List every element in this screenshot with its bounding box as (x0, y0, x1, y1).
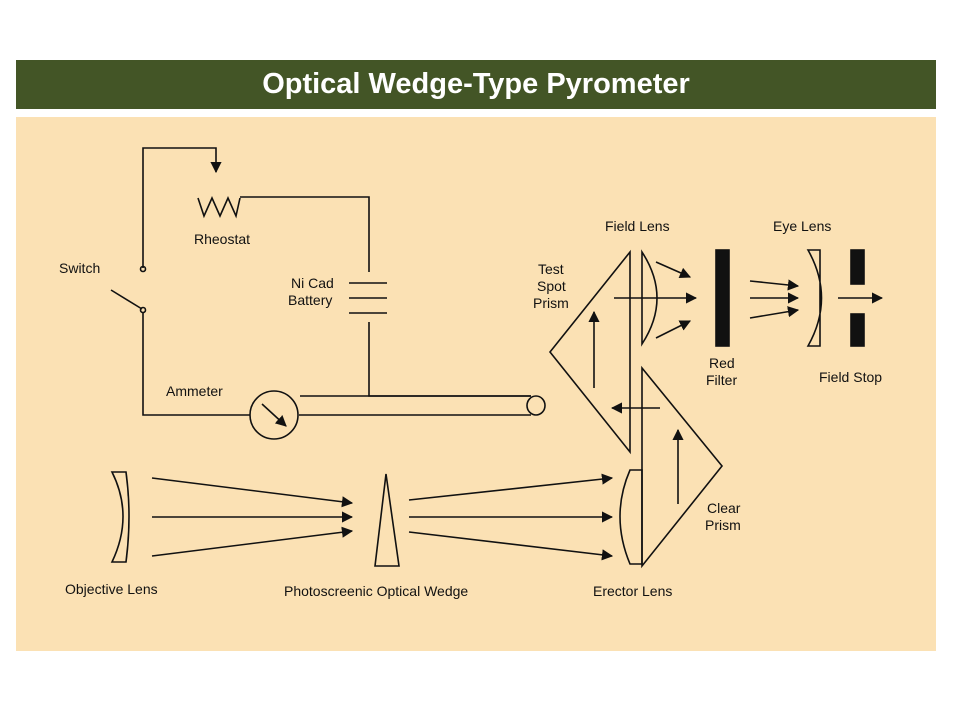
field-stop-lower (850, 313, 865, 347)
switch-lever (110, 289, 143, 310)
switch-terminal-bottom (139, 306, 147, 314)
erector-lens (619, 469, 643, 565)
wire-switch-to-rheostat-wiper (142, 147, 222, 268)
ray-objective-upper (151, 477, 354, 508)
ray-field-lower (655, 320, 692, 339)
label-battery-line2: Battery (288, 292, 332, 308)
ray-field-upper (655, 261, 692, 279)
clear-prism (641, 365, 724, 569)
circuit (110, 147, 546, 440)
label-red-filter-line1: Red (709, 355, 735, 371)
ray-objective-lower (151, 526, 354, 557)
red-filter (715, 249, 730, 347)
label-test-spot-line2: Spot (537, 278, 566, 294)
label-red-filter-line2: Filter (706, 372, 737, 388)
label-ammeter: Ammeter (166, 383, 223, 399)
wire-rheostat-to-battery (240, 196, 370, 272)
objective-lens (110, 471, 130, 563)
label-switch: Switch (59, 260, 100, 276)
diagram-title: Optical Wedge-Type Pyrometer (262, 68, 690, 100)
label-rheostat: Rheostat (194, 231, 250, 247)
ray-filter-upper (749, 279, 800, 291)
title-bar: Optical Wedge-Type Pyrometer (16, 60, 936, 109)
field-stop-upper (850, 249, 865, 285)
eye-lens (806, 249, 823, 347)
switch-terminal-top (139, 265, 147, 273)
label-erector-lens: Erector Lens (593, 583, 672, 599)
lower-optics (110, 365, 724, 569)
ray-wedge-lower (408, 531, 614, 561)
label-eye-lens: Eye Lens (773, 218, 831, 234)
field-lens (641, 249, 658, 347)
test-spot-prism (548, 249, 631, 455)
optical-wedge (374, 473, 400, 567)
label-field-stop: Field Stop (819, 369, 882, 385)
label-test-spot-line1: Test (538, 261, 564, 277)
label-optical-wedge: Photoscreenic Optical Wedge (284, 583, 468, 599)
diagram-panel (16, 117, 936, 651)
wire-battery-to-cable (368, 322, 531, 397)
rheostat-resistor (197, 196, 241, 219)
upper-optics (548, 249, 884, 455)
label-objective-lens: Objective Lens (65, 581, 158, 597)
ray-filter-lower (749, 306, 800, 319)
diagram-labels: Rheostat Switch Ni Cad Battery Ammeter T… (59, 218, 882, 599)
label-field-lens: Field Lens (605, 218, 670, 234)
label-test-spot-line3: Prism (533, 295, 569, 311)
wire-ammeter-to-switch (142, 312, 250, 416)
ray-wedge-upper (408, 473, 614, 501)
label-clear-prism-line1: Clear (707, 500, 741, 516)
ammeter-needle (261, 403, 287, 427)
label-clear-prism-line2: Prism (705, 517, 741, 533)
label-battery-line1: Ni Cad (291, 275, 334, 291)
cable-end (526, 395, 546, 416)
